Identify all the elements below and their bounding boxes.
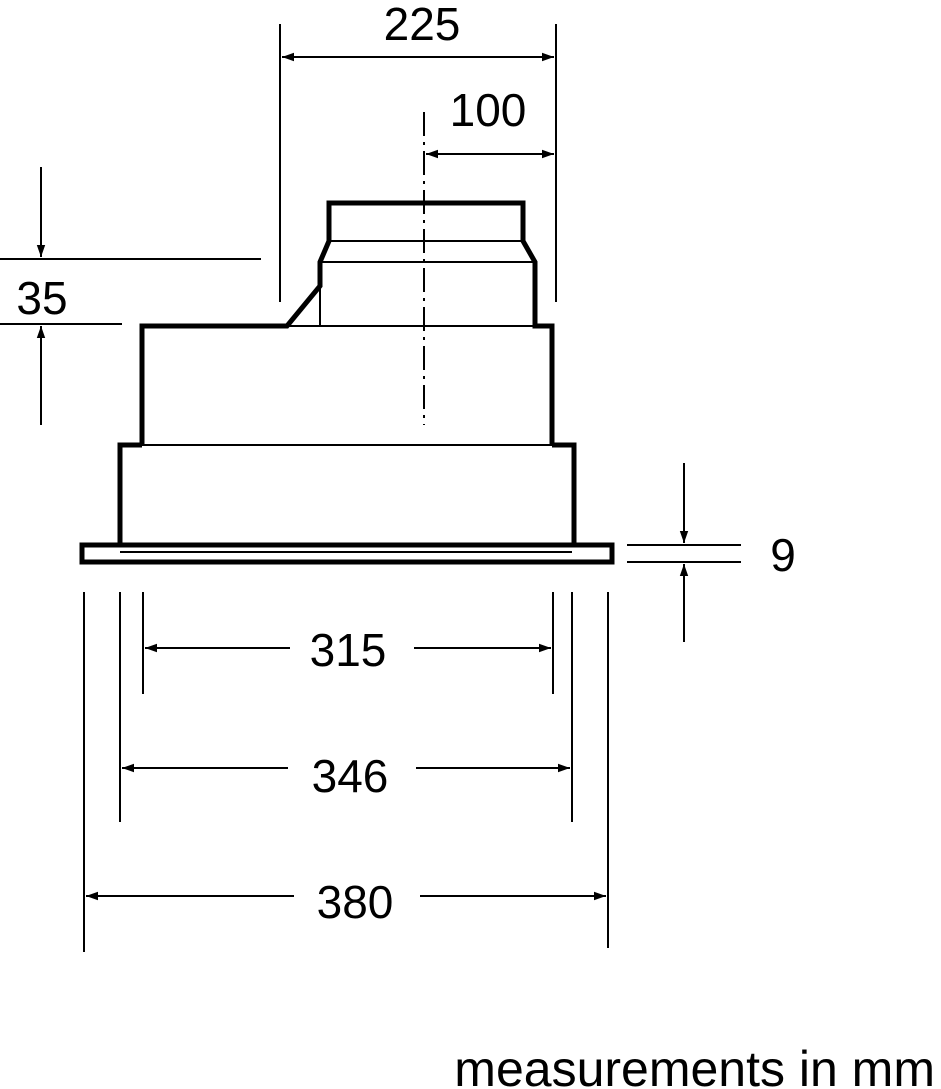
dimension-315: 315 <box>145 624 551 676</box>
dimension-346: 346 <box>122 750 570 802</box>
dim-label-9: 9 <box>770 529 796 581</box>
dim-label-315: 315 <box>310 624 387 676</box>
dimension-35: 35 <box>0 167 261 425</box>
dim-label-346: 346 <box>312 750 389 802</box>
width-extension-lines <box>83 592 609 952</box>
measurements-note: measurements in mm <box>454 1041 935 1089</box>
dim-label-35: 35 <box>16 272 67 324</box>
dim-label-225: 225 <box>384 0 461 50</box>
hood-upper-housing <box>139 200 555 445</box>
dimension-100: 100 <box>426 84 554 159</box>
dim-label-100: 100 <box>450 84 527 136</box>
dimension-225: 225 <box>279 0 557 302</box>
hood-flange <box>79 542 615 565</box>
dimension-9: 9 <box>627 463 796 642</box>
dim-label-380: 380 <box>317 876 394 928</box>
hood-lower-housing <box>117 442 577 545</box>
hood-outline <box>79 112 615 565</box>
dimension-380: 380 <box>86 876 606 928</box>
